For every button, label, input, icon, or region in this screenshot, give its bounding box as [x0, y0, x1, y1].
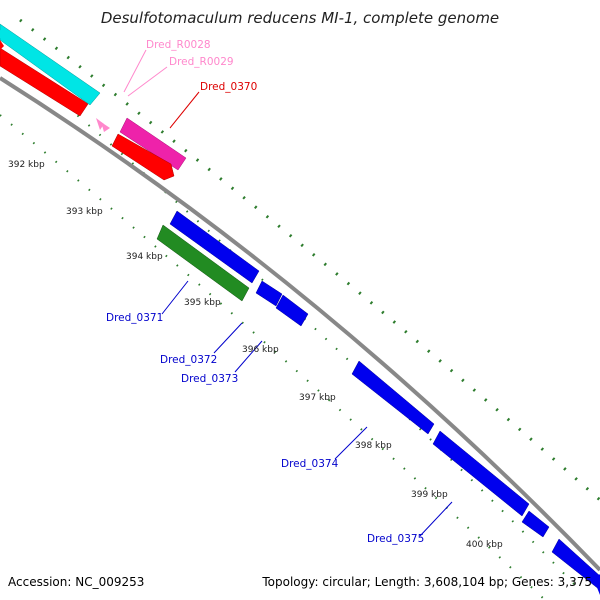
gene-blue-2 [255, 280, 283, 307]
outer-tick-dots [19, 18, 600, 502]
gene-label-0373: Dred_0373 [181, 373, 238, 385]
gene-red-edge [0, 40, 4, 50]
gene-blue-4 [351, 360, 435, 435]
leader-r0029 [127, 66, 168, 97]
middle-tick-dots [0, 49, 576, 586]
gene-label-r0028: Dred_R0028 [146, 39, 211, 51]
gene-label-0374: Dred_0374 [281, 458, 339, 470]
gene-blue-3 [275, 294, 309, 327]
leader-0373 [234, 340, 263, 373]
gene-cyan-small [0, 30, 14, 44]
label-leaders [123, 49, 453, 537]
gene-blue-8 [594, 574, 600, 595]
genome-backbone [0, 76, 600, 572]
leader-0371 [161, 280, 189, 315]
gene-blue-5 [432, 430, 530, 517]
gene-green [156, 224, 250, 302]
gene-magenta [119, 117, 187, 171]
leader-0374 [334, 426, 368, 460]
gene-trna-2 [101, 122, 110, 132]
tick-label: 392 kbp [8, 160, 45, 170]
gene-rrna-cyan [0, 23, 101, 106]
gene-red-top [0, 47, 89, 117]
map-title: Desulfotomaculum reducens MI-1, complete… [101, 9, 499, 27]
topology-text: Topology: circular; Length: 3,608,104 bp… [261, 575, 592, 589]
gene-red-0370 [111, 133, 175, 181]
tick-label: 393 kbp [66, 207, 103, 217]
leader-r0028 [123, 49, 147, 93]
gene-blue-6 [521, 510, 550, 538]
tick-label: 396 kbp [242, 345, 279, 355]
gene-blue-1 [169, 210, 260, 284]
gene-trna-1 [96, 118, 104, 130]
tick-labels: 392 kbp 393 kbp 394 kbp 395 kbp 396 kbp … [8, 160, 503, 550]
leader-0372 [213, 322, 243, 354]
gene-features [0, 23, 600, 595]
inner-tick-dots [0, 114, 546, 600]
leader-0375 [419, 501, 453, 537]
tick-label: 398 kbp [355, 441, 392, 451]
accession-text: Accession: NC_009253 [8, 575, 144, 589]
tick-label: 399 kbp [411, 490, 448, 500]
tick-label: 400 kbp [466, 540, 503, 550]
gene-labels: Dred_R0028 Dred_R0029 Dred_0370 Dred_037… [106, 39, 424, 545]
leader-0370 [169, 91, 200, 129]
gene-blue-7 [551, 538, 600, 591]
gene-label-0371: Dred_0371 [106, 312, 163, 324]
gene-label-0372: Dred_0372 [160, 354, 217, 366]
tick-label: 394 kbp [126, 252, 163, 262]
tick-label: 397 kbp [299, 393, 336, 403]
gene-label-0370: Dred_0370 [200, 81, 257, 93]
gene-label-0375: Dred_0375 [367, 533, 424, 545]
gene-label-r0029: Dred_R0029 [169, 56, 234, 68]
tick-label: 395 kbp [184, 298, 221, 308]
